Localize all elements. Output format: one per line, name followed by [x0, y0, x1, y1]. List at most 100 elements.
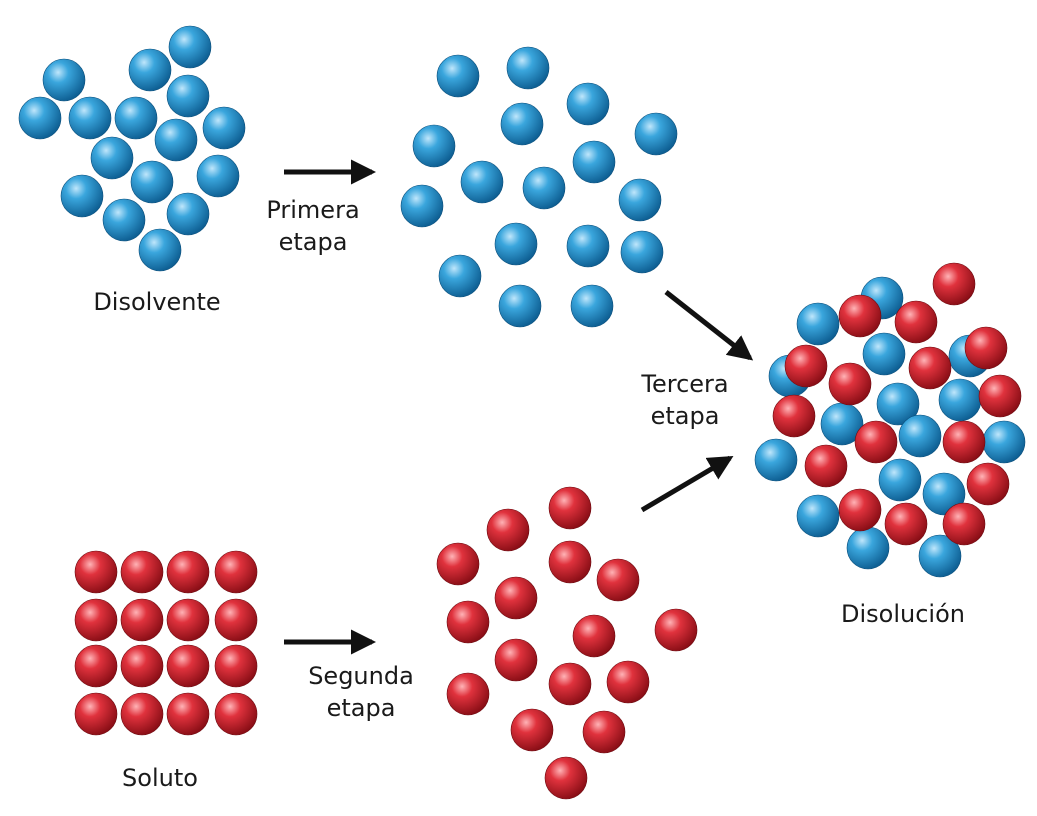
- solvent-particle: [90, 136, 134, 180]
- solution-solvent-particle: [898, 414, 942, 458]
- solution-solute-particle: [978, 374, 1022, 418]
- solution-solvent-particle: [922, 472, 966, 516]
- solvent-particle: [114, 96, 158, 140]
- solution-solute-particle: [966, 462, 1010, 506]
- label-segunda-line1: Segunda: [308, 662, 414, 690]
- solvent-particle: [128, 48, 172, 92]
- solvent-particle: [18, 96, 62, 140]
- solvent-particle-separated: [506, 46, 550, 90]
- solute-particle: [166, 598, 210, 642]
- solute-particle: [214, 692, 258, 736]
- label-primera-line1: Primera: [266, 196, 360, 224]
- solution-solvent-particle: [846, 526, 890, 570]
- solvent-particle-separated: [438, 254, 482, 298]
- solvent-particle: [42, 58, 86, 102]
- solution-solvent-particle: [862, 332, 906, 376]
- solute-particle-separated: [544, 756, 588, 800]
- solution-solute-particle: [894, 300, 938, 344]
- solute-particle-separated: [494, 638, 538, 682]
- solvent-particle-separated: [498, 284, 542, 328]
- solute-particle: [214, 598, 258, 642]
- solute-particle-separated: [436, 542, 480, 586]
- particles-layer: [18, 25, 1026, 800]
- solution-solute-particle: [784, 344, 828, 388]
- solute-particle-separated: [446, 600, 490, 644]
- solute-particle: [120, 550, 164, 594]
- solute-particle-separated: [494, 576, 538, 620]
- solvent-particle-separated: [400, 184, 444, 228]
- solution-solvent-particle: [982, 420, 1026, 464]
- solvent-particle-separated: [620, 230, 664, 274]
- solute-particle-separated: [654, 608, 698, 652]
- solvent-particle: [102, 198, 146, 242]
- solvent-particle-separated: [566, 224, 610, 268]
- solute-particle-separated: [548, 486, 592, 530]
- solute-particle: [214, 644, 258, 688]
- solute-particle-separated: [582, 710, 626, 754]
- solution-solvent-particle: [878, 458, 922, 502]
- solution-solute-particle: [964, 326, 1008, 370]
- solvent-particle: [202, 106, 246, 150]
- label-segunda-line2: etapa: [326, 694, 396, 722]
- label-disolvente: Disolvente: [72, 286, 242, 318]
- solution-solute-particle: [838, 294, 882, 338]
- label-disolucion: Disolución: [818, 598, 988, 630]
- solution-solvent-particle: [938, 378, 982, 422]
- solvent-particle: [68, 96, 112, 140]
- solvent-particle-separated: [618, 178, 662, 222]
- solvent-particle: [168, 25, 212, 69]
- solute-particle: [74, 644, 118, 688]
- solute-particle: [120, 644, 164, 688]
- solvent-particle: [138, 228, 182, 272]
- solution-solvent-particle: [796, 494, 840, 538]
- solution-solute-particle: [908, 346, 952, 390]
- solution-solvent-particle: [796, 302, 840, 346]
- solution-solute-particle: [942, 502, 986, 546]
- solvent-particle-separated: [412, 124, 456, 168]
- arrow-tercera-etapa-top: [664, 290, 754, 361]
- solute-particle-separated: [572, 614, 616, 658]
- solvent-particle: [60, 174, 104, 218]
- solvent-particle: [166, 192, 210, 236]
- solute-particle-separated: [548, 540, 592, 584]
- solution-solvent-particle: [876, 382, 920, 426]
- label-tercera-line1: Tercera: [641, 370, 729, 398]
- solute-particle: [120, 598, 164, 642]
- solution-solute-particle: [828, 362, 872, 406]
- solvent-particle: [166, 74, 210, 118]
- label-disolucion-text: Disolución: [841, 600, 965, 628]
- solvent-particle-separated: [570, 284, 614, 328]
- solution-solute-particle: [772, 394, 816, 438]
- label-primera-etapa: Primera etapa: [248, 194, 378, 258]
- solution-solute-particle: [854, 420, 898, 464]
- solute-particle: [166, 644, 210, 688]
- arrows-layer: [284, 159, 754, 655]
- solute-particle: [166, 550, 210, 594]
- solute-particle-separated: [596, 558, 640, 602]
- solvent-particle-separated: [494, 222, 538, 266]
- solution-solvent-particle: [754, 438, 798, 482]
- label-disolvente-text: Disolvente: [93, 288, 221, 316]
- solute-particle: [74, 550, 118, 594]
- label-segunda-etapa: Segunda etapa: [286, 660, 436, 724]
- label-soluto: Soluto: [90, 762, 230, 794]
- solvent-particle-separated: [522, 166, 566, 210]
- solute-particle-separated: [446, 672, 490, 716]
- label-tercera-line2: etapa: [650, 402, 720, 430]
- solution-solute-particle: [838, 488, 882, 532]
- label-tercera-etapa: Tercera etapa: [620, 368, 750, 432]
- solvent-particle: [130, 160, 174, 204]
- solute-particle: [166, 692, 210, 736]
- solute-particle-separated: [510, 708, 554, 752]
- solute-particle: [214, 550, 258, 594]
- solvent-particle: [196, 154, 240, 198]
- solvent-particle-separated: [500, 102, 544, 146]
- solvent-particle: [154, 118, 198, 162]
- solute-particle: [74, 598, 118, 642]
- solution-solute-particle: [942, 420, 986, 464]
- solvent-particle-separated: [436, 54, 480, 98]
- solute-particle-separated: [606, 660, 650, 704]
- arrow-tercera-etapa-bottom: [640, 455, 734, 513]
- solute-particle: [120, 692, 164, 736]
